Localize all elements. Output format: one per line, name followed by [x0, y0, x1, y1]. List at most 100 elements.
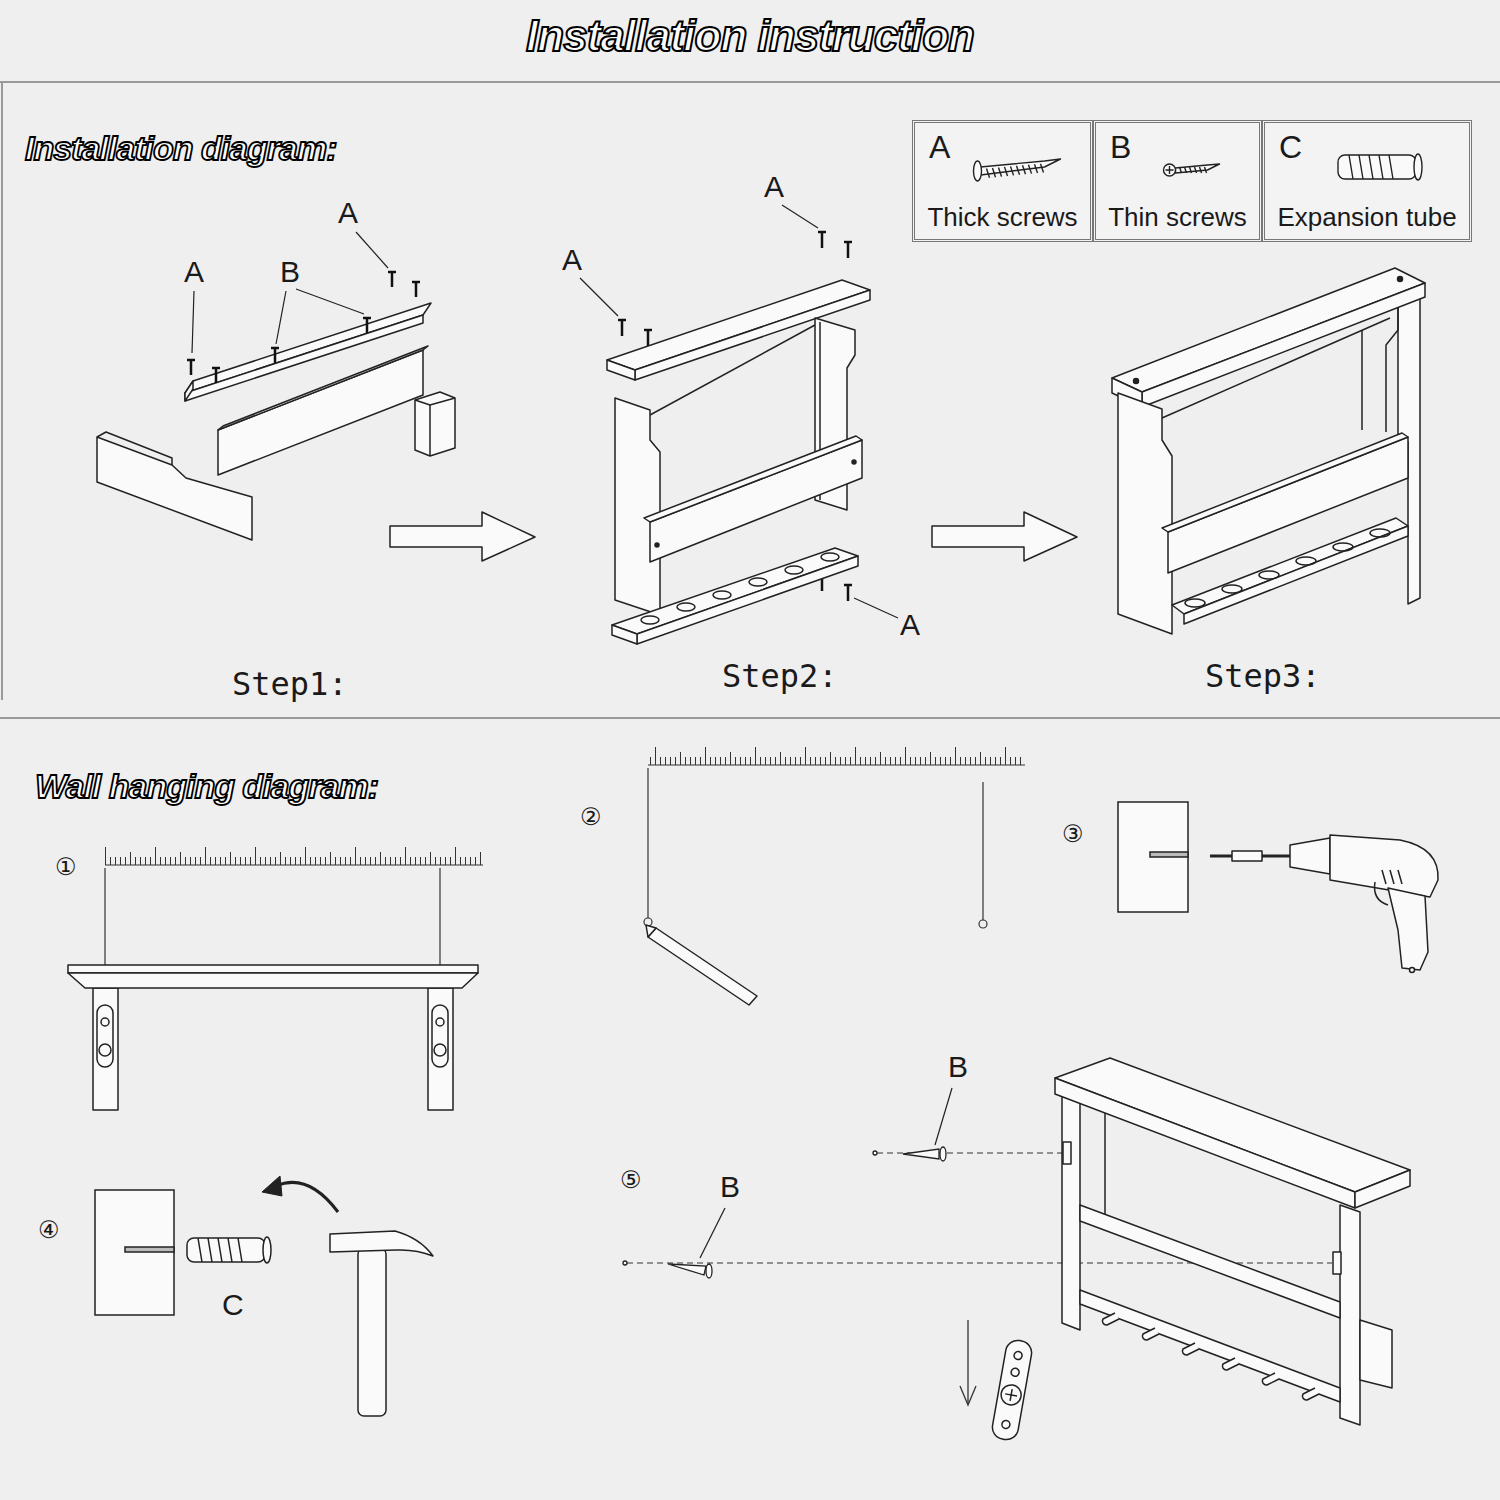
section-heading: Installation diagram:: [25, 128, 337, 169]
rack-front-view: [1063, 1142, 1071, 1164]
shelf-back-view: [97, 1005, 113, 1067]
leader-line: [192, 291, 194, 353]
step2-parts: [650, 325, 815, 415]
part-icon: [1011, 166, 1014, 175]
step2-parts: [785, 566, 803, 574]
expansion-tube: [263, 1237, 271, 1263]
rack-front-view: [1062, 1094, 1080, 1330]
part-icon: [1195, 167, 1197, 173]
shelf-back-view: [428, 988, 453, 1110]
step3-assembled-rack: [1118, 393, 1172, 634]
shelf-back-view: [99, 1044, 111, 1056]
expansion-tube: [238, 1238, 242, 1262]
step3-assembled-rack: [1142, 283, 1425, 407]
rack-front-view: [1080, 1290, 1340, 1402]
step3-assembled-rack: [1134, 379, 1139, 384]
step2-parts: [852, 460, 856, 464]
part-icon: [1379, 155, 1383, 179]
screw-symbol: [706, 1264, 712, 1278]
step3-assembled-rack: [1185, 529, 1390, 607]
step3-assembled-rack: [1185, 599, 1205, 607]
step1-parts: [97, 437, 252, 540]
step2-parts: [650, 440, 862, 562]
rack-front-view: [1142, 1328, 1159, 1340]
part-letter: B: [280, 257, 300, 287]
screw-symbol: [187, 272, 420, 383]
drill: [1210, 835, 1438, 973]
drill: [1388, 888, 1428, 970]
step2-parts: [644, 436, 862, 522]
ruler: [105, 864, 483, 865]
step-arrow: [390, 512, 535, 561]
leader-line: [192, 205, 952, 1258]
motion-arrow: [262, 1176, 282, 1196]
step3-assembled-rack: [1172, 518, 1408, 614]
step3-assembled-rack: [1386, 300, 1398, 432]
leader-line: [700, 1208, 725, 1258]
step1-parts: [97, 303, 455, 540]
ruler: [105, 845, 483, 865]
step1-parts: [185, 381, 193, 401]
expansion-tube: [208, 1238, 212, 1262]
leader-line: [935, 1088, 952, 1145]
step2-parts: [641, 616, 659, 624]
pencil: [646, 925, 757, 1005]
wall-hole: [95, 1190, 174, 1315]
leader-line: [356, 232, 388, 268]
part-icon: [974, 161, 982, 181]
part-icon: [981, 159, 1061, 175]
expansion-tube: [187, 1237, 271, 1263]
leader-line: [276, 291, 286, 344]
ruler: [648, 764, 1025, 765]
motion-arrow: [276, 1182, 338, 1212]
guide-line: [104, 868, 105, 965]
drill: [1410, 968, 1415, 973]
page-title: Installation instruction: [0, 10, 1500, 63]
rack-front-view: [1104, 1110, 1106, 1218]
down-arrow: [960, 1320, 976, 1405]
rack-front-view: [1302, 1388, 1319, 1400]
guide-line: [979, 920, 987, 928]
part-icon: [1389, 155, 1393, 179]
hanger-bracket: [1000, 1383, 1023, 1406]
part-key-cell: BThin screws: [1093, 120, 1262, 242]
rack-front-view: [1080, 1205, 1340, 1318]
step3-assembled-rack: [1296, 557, 1316, 565]
drill: [1290, 838, 1330, 874]
part-letter: A: [338, 198, 358, 228]
part-icon: [1338, 155, 1416, 179]
callout-number: ④: [38, 1218, 60, 1242]
step2-parts: [612, 625, 637, 644]
step2-parts: [655, 543, 659, 547]
section-divider: [0, 81, 1500, 83]
hammer: [358, 1248, 386, 1416]
ruler: [648, 745, 1025, 765]
hanger-bracket: [1001, 1420, 1010, 1429]
section-divider: [1, 82, 3, 700]
part-icon: [1349, 155, 1353, 179]
guide-line: [647, 768, 648, 918]
step3-assembled-rack: [1398, 277, 1403, 282]
part-icon: [1185, 167, 1187, 173]
drill: [1382, 870, 1386, 884]
hanger-bracket: [1013, 1351, 1022, 1360]
rack-front-view: [1355, 1170, 1410, 1208]
part-name: Thin screws: [1108, 203, 1247, 232]
step2-parts: [637, 556, 858, 644]
down-arrow: [967, 1320, 968, 1403]
part-letter: C: [1279, 131, 1302, 163]
hammer: [330, 1231, 433, 1256]
expansion-tube: [228, 1238, 232, 1262]
part-letter: B: [948, 1052, 968, 1082]
part-icon: [1369, 155, 1373, 179]
part-icon: [1200, 167, 1202, 173]
hanger-bracket: [1004, 1388, 1018, 1402]
part-icon: [1164, 164, 1220, 176]
drill: [1232, 851, 1262, 861]
rack-front-view: [1055, 1058, 1410, 1425]
part-letter: A: [562, 245, 582, 275]
part-name: Expansion tube: [1277, 203, 1456, 232]
step-label: Step1:: [232, 668, 348, 700]
part-icon: [1041, 164, 1044, 173]
part-name: Thick screws: [927, 203, 1077, 232]
